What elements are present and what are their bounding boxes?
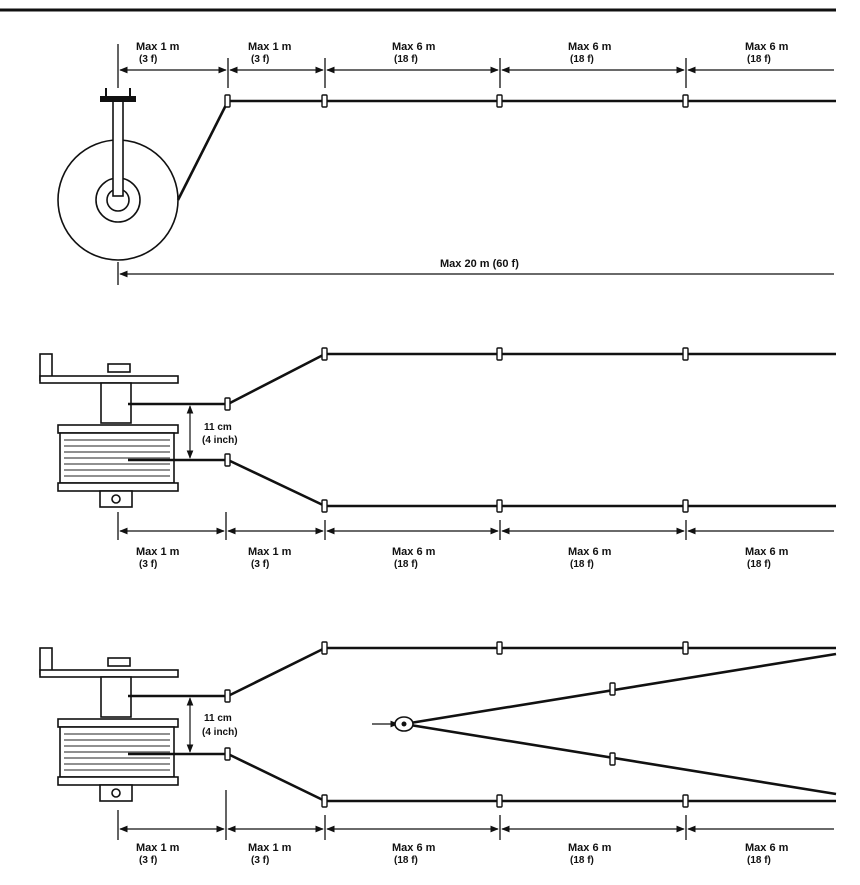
p2-seg4-imperial: (18 f) [570,559,594,570]
p3-upper-wire [128,646,836,698]
p2-seg4-max: Max 6 m [568,546,612,558]
p2-lower-wire [128,458,836,508]
p2-seg2-imperial: (3 f) [251,559,269,570]
p1-insulators [224,94,689,108]
p2-seg1-max: Max 1 m [136,546,180,558]
p1-seg5-max: Max 6 m [745,41,789,53]
p3-seg3-max: Max 6 m [392,842,436,854]
p1-seg2-max: Max 1 m [248,41,292,53]
p3-gap-dimension: 11 cm (4 inch) [186,697,238,753]
cable-reel-1 [57,88,179,261]
p2-seg2-max: Max 1 m [248,546,292,558]
p3-lower-wire [128,752,836,803]
p3-gap-metric: 11 cm [204,713,232,724]
p1-total-label: Max 20 m (60 f) [440,258,519,270]
p3-seg3-imperial: (18 f) [394,855,418,866]
p2-gap-imperial: (4 inch) [202,435,238,446]
p3-return-lower-wire [403,722,837,796]
p3-seg5-imperial: (18 f) [747,855,771,866]
p3-seg4-imperial: (18 f) [570,855,594,866]
p2-insulators [224,347,689,513]
p2-seg5-max: Max 6 m [745,546,789,558]
p1-total-dimension: Max 20 m (60 f) [117,256,834,285]
p2-seg1-imperial: (3 f) [139,559,157,570]
p1-seg4-imperial: (18 f) [570,54,594,65]
p3-seg1-max: Max 1 m [136,842,180,854]
p3-seg4-max: Max 6 m [568,842,612,854]
p1-seg3-imperial: (18 f) [394,54,418,65]
p2-seg3-imperial: (18 f) [394,559,418,570]
p1-seg5-imperial: (18 f) [747,54,771,65]
panel-3-looped-wire: 11 cm (4 inch) [39,641,837,866]
p1-seg4-max: Max 6 m [568,41,612,53]
p2-seg5-imperial: (18 f) [747,559,771,570]
p2-gap-dimension: 11 cm (4 inch) [186,405,238,459]
panel-1-single-wire: Max 1 m (3 f) Max 1 m (3 f) Max 6 m (18 … [57,41,836,285]
panel-1-dimensions: Max 1 m (3 f) Max 1 m (3 f) Max 6 m (18 … [117,41,834,88]
p3-return-upper-wire [403,652,837,726]
p3-seg5-max: Max 6 m [745,842,789,854]
p3-insulators [224,641,689,808]
p1-lead-wire [176,100,230,201]
p3-gap-imperial: (4 inch) [202,727,238,738]
p1-seg1-imperial: (3 f) [139,54,157,65]
p3-pulley [394,716,414,732]
p1-seg1-max: Max 1 m [136,41,180,53]
panel-2-dimensions: Max 1 m (3 f) Max 1 m (3 f) Max 6 m (18 … [117,512,834,570]
p3-seg1-imperial: (3 f) [139,855,157,866]
panel-3-dimensions: Max 1 m (3 f) Max 1 m (3 f) Max 6 m (18 … [117,790,834,866]
panel-2-double-wire: 11 cm (4 inch) Max [39,347,836,570]
p3-seg2-max: Max 1 m [248,842,292,854]
p2-upper-wire [128,352,836,406]
winch-3 [39,647,179,802]
p2-gap-metric: 11 cm [204,422,232,433]
p2-seg3-max: Max 6 m [392,546,436,558]
p1-seg3-max: Max 6 m [392,41,436,53]
winch-2 [39,353,179,508]
p1-seg2-imperial: (3 f) [251,54,269,65]
p3-seg2-imperial: (3 f) [251,855,269,866]
